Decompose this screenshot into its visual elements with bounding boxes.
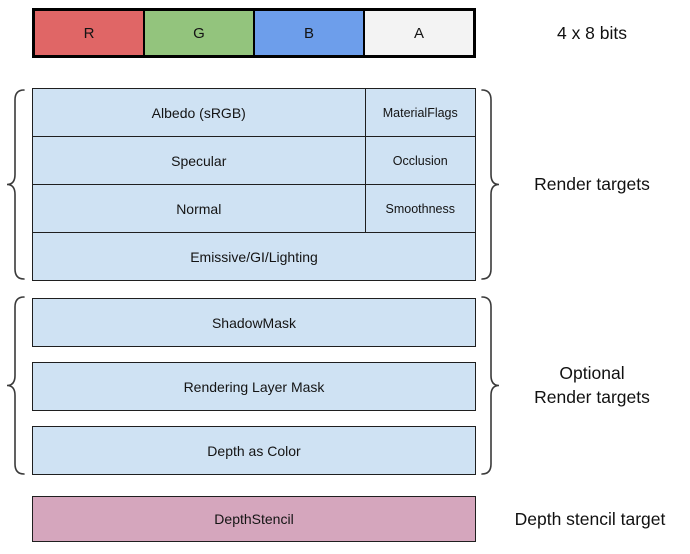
gbuffer0-alpha-cell: MaterialFlags xyxy=(364,89,476,136)
gbuffer3-main-cell: Emissive/GI/Lighting xyxy=(190,248,318,265)
depthstencil-bar: DepthStencil xyxy=(32,496,476,542)
gbuffer-row-3: Emissive/GI/Lighting xyxy=(33,233,475,280)
left-brace-icon xyxy=(6,89,25,280)
left-brace-icon xyxy=(6,296,25,475)
shadowmask-bar: ShadowMask xyxy=(32,298,476,347)
right-brace-icon xyxy=(481,296,500,475)
gbuffer-row-1: Specular Occlusion xyxy=(33,137,475,185)
gbuffer-row-2: Normal Smoothness xyxy=(33,185,475,233)
channel-a-cell: A xyxy=(365,11,473,55)
right-brace-icon xyxy=(481,89,500,280)
gbuffer-row-0: Albedo (sRGB) MaterialFlags xyxy=(33,89,475,137)
optional-render-targets-label: Optional Render targets xyxy=(497,295,687,476)
format-bar: R G B A xyxy=(32,8,476,58)
optional-label-line1: Optional xyxy=(559,363,625,384)
channel-b-cell: B xyxy=(255,11,365,55)
rendering-layer-mask-bar: Rendering Layer Mask xyxy=(32,362,476,411)
channel-g-cell: G xyxy=(145,11,255,55)
gbuffer2-alpha-cell: Smoothness xyxy=(364,185,476,232)
gbuffer1-alpha-cell: Occlusion xyxy=(364,137,476,184)
channel-r-cell: R xyxy=(35,11,145,55)
gbuffer2-main-cell: Normal xyxy=(176,200,222,217)
gbuffer1-main-cell: Specular xyxy=(171,152,227,169)
depth-stencil-target-label: Depth stencil target xyxy=(514,508,666,529)
render-targets-label: Render targets xyxy=(534,174,650,194)
depth-as-color-bar: Depth as Color xyxy=(32,426,476,475)
bits-caption: 4 x 8 bits xyxy=(556,22,628,43)
optional-label-line2: Render targets xyxy=(534,386,650,407)
gbuffer0-main-cell: Albedo (sRGB) xyxy=(151,104,246,121)
render-targets-table: Albedo (sRGB) MaterialFlags Specular Occ… xyxy=(32,88,476,281)
